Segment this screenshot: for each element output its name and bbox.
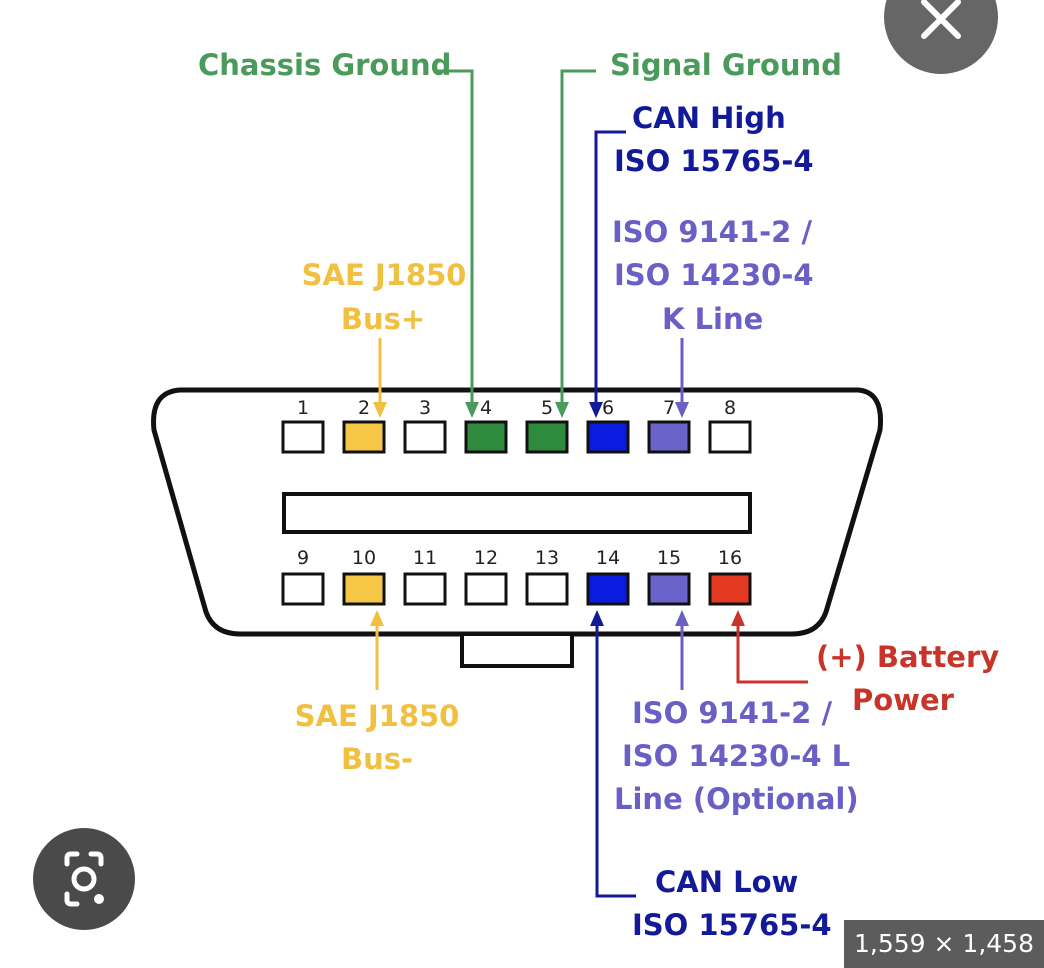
label-sae-plus-2: Bus+ — [341, 302, 425, 336]
label-l-line-2: ISO 14230-4 L — [622, 739, 850, 773]
wire-can-low — [590, 610, 636, 898]
pin-10 — [342, 572, 386, 606]
pin-number-10: 10 — [352, 547, 376, 569]
pin-9 — [281, 572, 325, 606]
wire-chassis-ground — [436, 69, 479, 418]
connector-tab — [460, 632, 574, 668]
pin-number-7: 7 — [663, 397, 675, 419]
image-dimensions-badge: 1,559 × 1,458 — [844, 920, 1044, 968]
label-sae-minus-1: SAE J1850 — [295, 699, 460, 733]
pin-number-12: 12 — [474, 547, 498, 569]
pin-1 — [281, 420, 325, 454]
pin-7 — [647, 420, 691, 454]
label-can-high-line1: CAN High — [632, 101, 786, 135]
bottom-pin-row: 9 10 11 12 13 14 15 16 — [281, 547, 752, 606]
label-sae-plus-1: SAE J1850 — [302, 258, 467, 292]
pin-6 — [586, 420, 630, 454]
wire-l-line — [675, 610, 689, 690]
lens-icon — [64, 851, 104, 907]
label-l-line-3: Line (Optional) — [614, 782, 859, 816]
pin-14 — [586, 572, 630, 606]
wire-sae-minus — [370, 610, 384, 690]
pin-number-5: 5 — [541, 397, 553, 419]
wire-sae-plus — [373, 338, 387, 418]
wire-k-line — [675, 338, 689, 418]
pin-8 — [708, 420, 752, 454]
visual-search-button[interactable] — [33, 828, 135, 930]
label-can-low-1: CAN Low — [655, 865, 798, 899]
pin-number-4: 4 — [480, 397, 492, 419]
pin-number-15: 15 — [657, 547, 681, 569]
pin-5 — [525, 420, 569, 454]
label-battery-2: Power — [852, 683, 955, 717]
top-pin-row: 1 2 3 4 5 6 7 8 — [281, 397, 752, 454]
wire-signal-ground — [555, 69, 596, 418]
label-chassis-ground: Chassis Ground — [198, 48, 451, 82]
pin-number-11: 11 — [413, 547, 437, 569]
label-can-low-2: ISO 15765-4 — [632, 908, 832, 942]
pin-number-8: 8 — [724, 397, 736, 419]
pin-number-1: 1 — [297, 397, 309, 419]
label-can-high-line2: ISO 15765-4 — [614, 144, 814, 178]
label-k-line-2: ISO 14230-4 — [614, 258, 814, 292]
label-sae-minus-2: Bus- — [341, 742, 413, 776]
pin-number-9: 9 — [297, 547, 309, 569]
pin-number-6: 6 — [602, 397, 614, 419]
wire-can-high — [589, 130, 626, 418]
pin-4 — [464, 420, 508, 454]
close-icon — [921, 0, 961, 39]
label-signal-ground: Signal Ground — [610, 48, 842, 82]
wire-battery — [731, 610, 808, 684]
close-button[interactable] — [884, 0, 998, 74]
center-slot — [282, 492, 752, 534]
pin-number-16: 16 — [718, 547, 742, 569]
pin-15 — [647, 572, 691, 606]
pin-number-13: 13 — [535, 547, 559, 569]
pin-number-3: 3 — [419, 397, 431, 419]
pin-3 — [403, 420, 447, 454]
pin-16 — [708, 572, 752, 606]
label-battery-1: (+) Battery — [816, 640, 999, 674]
pin-13 — [525, 572, 569, 606]
pin-number-2: 2 — [358, 397, 370, 419]
pin-2 — [342, 420, 386, 454]
label-l-line-1: ISO 9141-2 / — [632, 696, 832, 730]
label-k-line-1: ISO 9141-2 / — [612, 215, 812, 249]
pin-11 — [403, 572, 447, 606]
label-k-line-3: K Line — [662, 302, 763, 336]
pin-12 — [464, 572, 508, 606]
pin-number-14: 14 — [596, 547, 620, 569]
